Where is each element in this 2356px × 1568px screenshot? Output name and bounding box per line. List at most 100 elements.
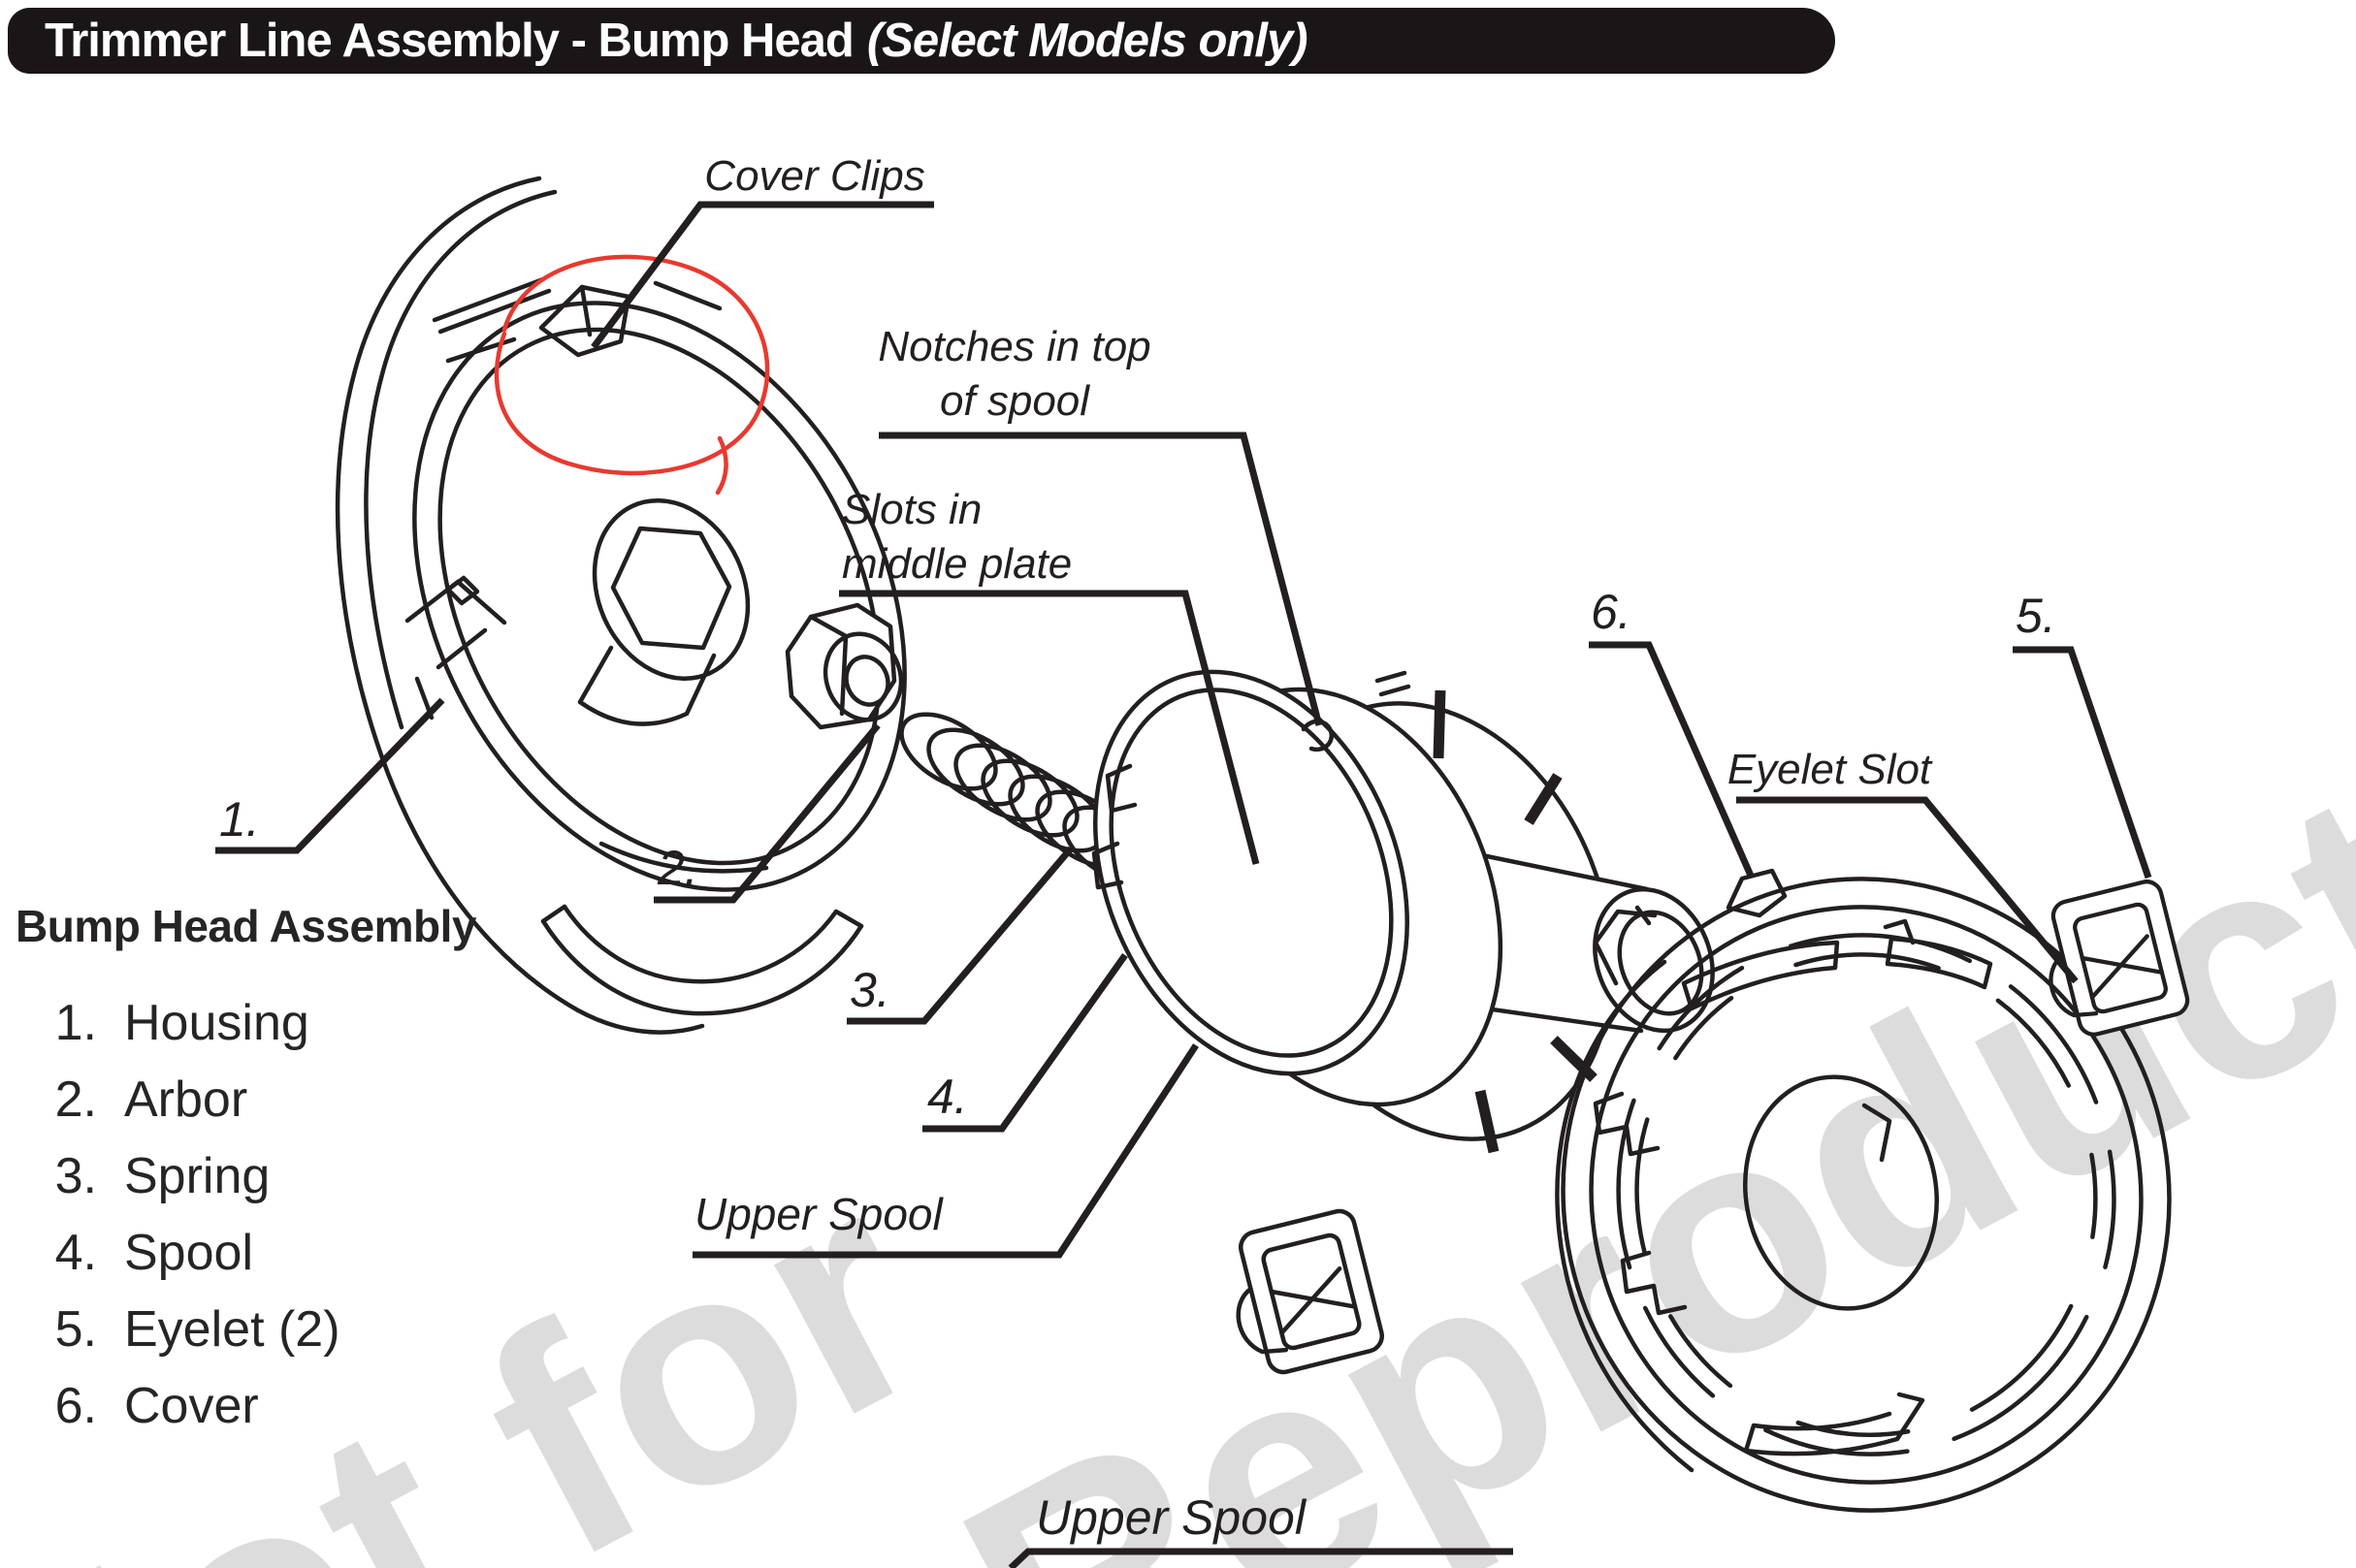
parts-list-title: Bump Head Assembly bbox=[16, 901, 477, 951]
leader-3 bbox=[847, 846, 1074, 1025]
housing-inner-wall bbox=[364, 189, 558, 730]
item-number: 1. bbox=[54, 995, 97, 1051]
arbor-drawing bbox=[785, 602, 904, 730]
upper-spool-flange-inner bbox=[1109, 688, 1394, 1058]
cradle-ends bbox=[540, 904, 864, 929]
flange-tab bbox=[1091, 841, 1124, 890]
item-number: 5. bbox=[54, 1301, 97, 1358]
cover-top-tab bbox=[1726, 868, 1788, 918]
spool-top-notch bbox=[1301, 719, 1335, 752]
label-num-1: 1. bbox=[219, 792, 260, 847]
leader-notches bbox=[879, 432, 1323, 726]
cover-slot-ring-2 bbox=[1634, 952, 2098, 1437]
interior-boss bbox=[445, 575, 480, 606]
arbor-bore bbox=[844, 655, 890, 707]
cover-outer-rim bbox=[1561, 877, 2172, 1513]
annotation-tail bbox=[715, 435, 728, 496]
title-bar: Trimmer Line Assembly - Bump Head (Selec… bbox=[8, 8, 1835, 74]
label-num-5: 5. bbox=[2016, 589, 2056, 643]
spring-coil bbox=[926, 727, 1025, 807]
item-label: Spool bbox=[124, 1225, 253, 1281]
arbor-face bbox=[823, 631, 904, 722]
cover-back-tab bbox=[1593, 909, 1658, 986]
cover-slot-top-left bbox=[1681, 940, 1840, 1011]
page-title-qualifier: (Select Models only) bbox=[866, 15, 1308, 67]
item-number: 2. bbox=[54, 1072, 97, 1128]
clip-slot-left bbox=[432, 276, 552, 335]
disc-slot bbox=[1524, 773, 1563, 825]
label-slots-line1: Slots in bbox=[842, 486, 982, 533]
item-label: Housing bbox=[124, 995, 309, 1051]
item-number: 4. bbox=[54, 1225, 97, 1281]
upper-spool-flange bbox=[1093, 669, 1409, 1076]
hub-cylinder-sides bbox=[1469, 852, 1650, 1034]
parts-list-item: 5. Eyelet (2) bbox=[16, 1292, 476, 1368]
item-label: Eyelet (2) bbox=[124, 1301, 340, 1358]
eyelet-1-drawing bbox=[1236, 1208, 1384, 1375]
label-notches-line1: Notches in top bbox=[878, 323, 1150, 370]
annotation-circle bbox=[494, 254, 770, 496]
flange-tab bbox=[1105, 763, 1138, 814]
parts-list-item: 2.Arbor bbox=[16, 1062, 476, 1138]
label-cover-clips: Cover Clips bbox=[704, 152, 924, 200]
label-num-3: 3. bbox=[850, 963, 890, 1017]
leader-eyelet-slot bbox=[1736, 796, 2079, 984]
clip-slot-right bbox=[653, 280, 723, 311]
leader-1 bbox=[215, 697, 445, 854]
cover-rim-2 bbox=[1589, 905, 2144, 1485]
cover-drawing bbox=[1555, 868, 2172, 1513]
cradle-interior-line bbox=[598, 841, 769, 874]
disc-slot bbox=[1474, 1089, 1500, 1154]
eyelet-flange bbox=[1236, 1286, 1289, 1355]
cover-slot-ring-1 bbox=[1616, 933, 2116, 1456]
eyelet-inner bbox=[1261, 1232, 1362, 1351]
label-slots-line2: middle plate bbox=[842, 540, 1072, 588]
cradle-outer bbox=[540, 918, 864, 1016]
housing-opening-rim-inner bbox=[437, 327, 882, 866]
spring-coil bbox=[899, 712, 998, 791]
hub-cylinder bbox=[577, 645, 717, 726]
disc-slot bbox=[1433, 689, 1446, 759]
parts-list-items: 1. Housing 2.Arbor 3. Spring 4. Spool 5. Eye… bbox=[16, 985, 476, 1445]
eyelet-braces bbox=[1269, 1265, 1358, 1335]
middle-plate-top-slot bbox=[1374, 670, 1411, 697]
parts-list-item: 1. Housing bbox=[16, 985, 476, 1062]
item-number: 3. bbox=[54, 1148, 97, 1204]
label-upper-spool-mid: Upper Spool bbox=[694, 1189, 944, 1239]
hub-bore bbox=[592, 498, 751, 681]
cover-hole-tab bbox=[1861, 1103, 1892, 1163]
leader-upper-spool-mid bbox=[693, 1043, 1199, 1259]
parts-list-item: 6. Cover bbox=[16, 1368, 476, 1445]
parts-list: Bump Head Assembly 1. Housing 2.Arbor 3. S… bbox=[16, 900, 477, 1445]
eyelet-outer bbox=[1239, 1208, 1384, 1375]
leader-2 bbox=[654, 722, 881, 904]
label-upper-spool-bottom: Upper Spool bbox=[1036, 1490, 1307, 1545]
leader-5 bbox=[2013, 646, 2152, 880]
leader-cover-clips bbox=[591, 201, 934, 350]
leader-lines bbox=[215, 201, 2152, 1568]
cover-clip-tab-edge bbox=[579, 284, 593, 337]
spring-coil bbox=[981, 758, 1080, 838]
cover-clip-notch-1 bbox=[1593, 1091, 1661, 1157]
item-label: Spring bbox=[124, 1148, 271, 1204]
cradle-inner bbox=[562, 904, 839, 984]
parts-list-item: 4. Spool bbox=[16, 1215, 476, 1292]
cover-clip-tab bbox=[538, 284, 631, 358]
label-eyelet-slot: Eyelet Slot bbox=[1727, 746, 1933, 793]
housing-drawing bbox=[335, 176, 907, 1035]
cover-slot-bottom bbox=[1743, 1392, 1925, 1456]
page-title: Trimmer Line Assembly - Bump Head bbox=[45, 15, 855, 67]
label-num-2: 2. bbox=[657, 841, 698, 895]
leader-upper-spool-bottom bbox=[1008, 1548, 1513, 1568]
leader-slots bbox=[839, 590, 1260, 865]
spring-coil bbox=[953, 743, 1052, 822]
callout-labels: Cover Clips Notches in top of spool Slot… bbox=[219, 152, 2056, 1545]
arbor-facets bbox=[808, 614, 849, 717]
hex-socket bbox=[610, 526, 732, 651]
item-label: Cover bbox=[124, 1378, 259, 1434]
spool-drawing bbox=[1091, 669, 1715, 1154]
leader-6 bbox=[1589, 641, 1755, 878]
leader-4 bbox=[922, 952, 1128, 1133]
item-number: 6. bbox=[54, 1378, 97, 1434]
